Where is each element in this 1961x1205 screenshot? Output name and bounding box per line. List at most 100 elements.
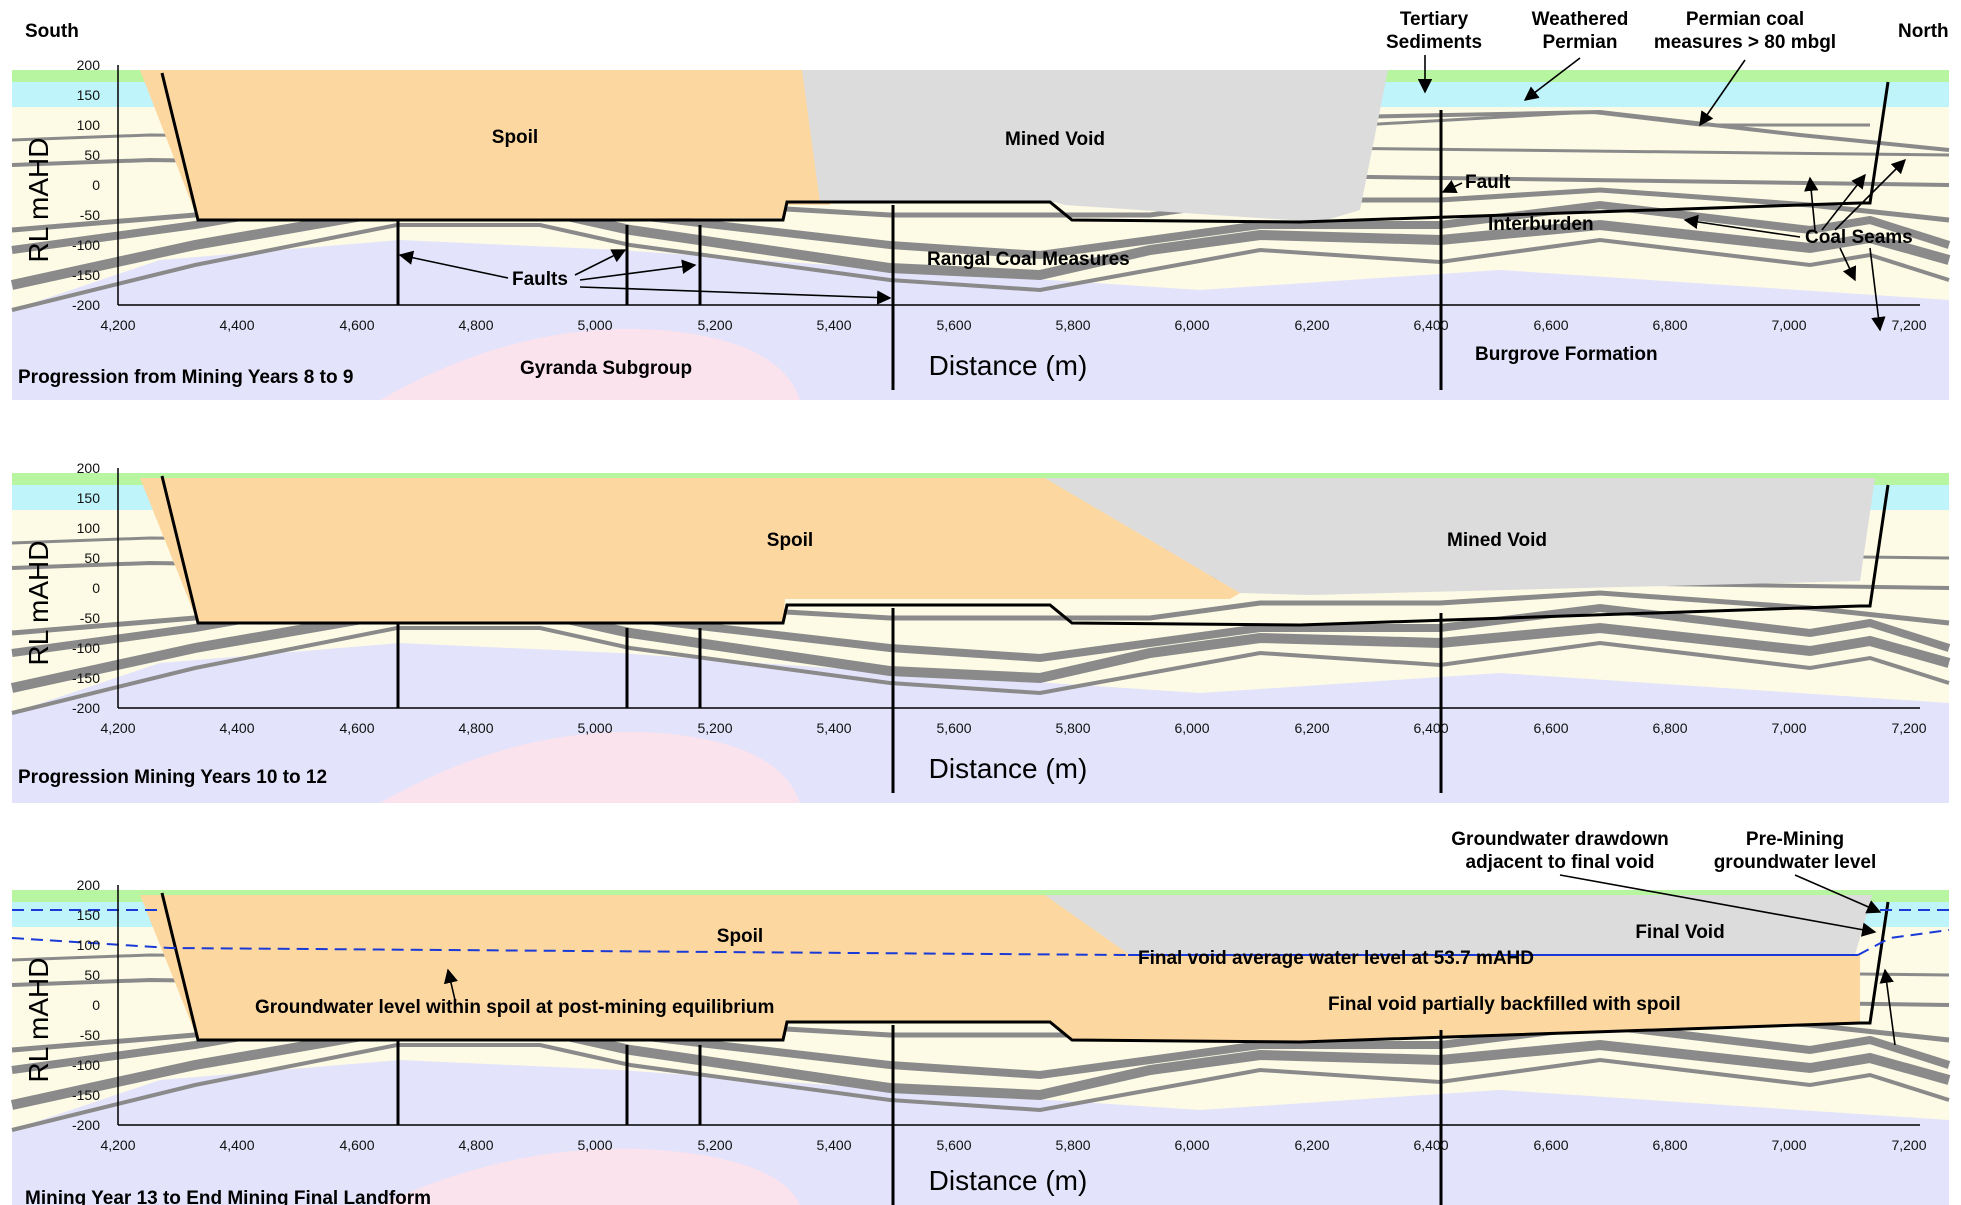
xtick: 6,600 <box>1533 720 1568 736</box>
xtick: 6,000 <box>1174 720 1209 736</box>
xtick: 5,800 <box>1055 720 1090 736</box>
xtick: 5,600 <box>936 317 971 333</box>
xtick: 4,800 <box>458 720 493 736</box>
panel-2-spoil <box>140 478 1240 623</box>
xtick: 5,400 <box>816 720 851 736</box>
xtick: 4,400 <box>219 317 254 333</box>
panel-3-xlabel: Distance (m) <box>929 1165 1088 1196</box>
panel-1-axes <box>117 65 1920 306</box>
xtick: 4,400 <box>219 1137 254 1153</box>
panel-1-interburden-label: Interburden <box>1488 214 1594 235</box>
panel-3-axes <box>117 885 1920 1126</box>
panel-3-yticks: 200 150 100 50 0 -50 -100 -150 -200 <box>72 877 100 1133</box>
panel-3-backfill-label: Final void partially backfilled with spo… <box>1328 994 1681 1015</box>
weathered-label-line2: Permian <box>1543 32 1618 53</box>
xtick: 6,200 <box>1294 720 1329 736</box>
panel-1-callout-arrows <box>398 55 1907 332</box>
panel-2-mined-void <box>1045 478 1875 595</box>
xtick: 5,800 <box>1055 1137 1090 1153</box>
ytick: -100 <box>72 640 100 656</box>
panel-3-callout-arrows <box>443 874 1896 1046</box>
south-label: South <box>25 21 79 42</box>
ytick: 100 <box>77 117 101 133</box>
xtick: 6,400 <box>1413 317 1448 333</box>
xtick: 5,200 <box>697 1137 732 1153</box>
panel-2-void-label: Mined Void <box>1447 530 1547 551</box>
xtick: 5,800 <box>1055 317 1090 333</box>
weathered-label-line1: Weathered <box>1532 9 1629 30</box>
xtick: 6,200 <box>1294 1137 1329 1153</box>
permian-label-line2: measures > 80 mbgl <box>1654 32 1836 53</box>
ytick: -200 <box>72 297 100 313</box>
ytick: 0 <box>92 997 100 1013</box>
panel-1: 200 150 100 50 0 -50 -100 -150 -200 RL m… <box>10 55 1951 400</box>
xtick: 4,200 <box>100 1137 135 1153</box>
panel-1-spoil <box>140 70 830 220</box>
xtick: 6,000 <box>1174 1137 1209 1153</box>
xtick: 4,200 <box>100 720 135 736</box>
panel-3-premining-label-line2: groundwater level <box>1714 852 1877 873</box>
panel-2-caption: Progression Mining Years 10 to 12 <box>18 767 327 788</box>
panel-3-drawdown-label-line1: Groundwater drawdown <box>1451 829 1668 850</box>
ytick: -50 <box>80 1027 100 1043</box>
panel-1-pit-outline <box>160 72 1890 224</box>
xtick: 4,400 <box>219 720 254 736</box>
panel-1-xlabel: Distance (m) <box>929 350 1088 381</box>
ytick: 150 <box>77 907 101 923</box>
ytick: -150 <box>72 267 100 283</box>
xtick: 4,200 <box>100 317 135 333</box>
panel-2-ylabel: RL mAHD <box>23 541 54 666</box>
panel-1-ylabel: RL mAHD <box>23 138 54 263</box>
panel-1-gyranda-label: Gyranda Subgroup <box>520 358 692 379</box>
xtick: 6,600 <box>1533 317 1568 333</box>
ytick: -100 <box>72 237 100 253</box>
panel-3: 200 150 100 50 0 -50 -100 -150 -200 RL m… <box>10 829 1951 1205</box>
ytick: -50 <box>80 610 100 626</box>
xtick: 6,400 <box>1413 1137 1448 1153</box>
panel-1-mined-void <box>802 70 1388 222</box>
xtick: 4,800 <box>458 317 493 333</box>
panel-3-ylabel: RL mAHD <box>23 958 54 1083</box>
xtick: 5,400 <box>816 1137 851 1153</box>
xtick: 5,000 <box>577 1137 612 1153</box>
tertiary-label-line2: Sediments <box>1386 32 1482 53</box>
panel-2-axes <box>117 468 1920 709</box>
xtick: 4,600 <box>339 317 374 333</box>
panel-3-spoil-label: Spoil <box>717 926 763 947</box>
xtick: 6,200 <box>1294 317 1329 333</box>
panel-1-spoil-label: Spoil <box>492 127 538 148</box>
ytick: -150 <box>72 1087 100 1103</box>
ytick: 150 <box>77 87 101 103</box>
xtick: 5,400 <box>816 317 851 333</box>
xtick: 6,800 <box>1652 317 1687 333</box>
xtick: 6,000 <box>1174 317 1209 333</box>
ytick: 100 <box>77 520 101 536</box>
xtick: 6,800 <box>1652 1137 1687 1153</box>
xtick: 4,800 <box>458 1137 493 1153</box>
ytick: 0 <box>92 580 100 596</box>
panel-2-spoil-label: Spoil <box>767 530 813 551</box>
panel-2: 200 150 100 50 0 -50 -100 -150 -200 RL m… <box>10 460 1951 803</box>
ytick: -100 <box>72 1057 100 1073</box>
ytick: -200 <box>72 1117 100 1133</box>
ytick: 0 <box>92 177 100 193</box>
permian-label-line1: Permian coal <box>1686 9 1804 30</box>
xtick: 7,000 <box>1771 1137 1806 1153</box>
panel-1-burgrove-label: Burgrove Formation <box>1475 344 1658 365</box>
xtick: 5,600 <box>936 1137 971 1153</box>
panel-1-faults <box>396 110 1443 390</box>
ytick: -50 <box>80 207 100 223</box>
panel-1-caption: Progression from Mining Years 8 to 9 <box>18 367 353 388</box>
xtick: 7,200 <box>1891 1137 1926 1153</box>
panel-3-premining-label-line1: Pre-Mining <box>1746 829 1844 850</box>
xtick: 4,600 <box>339 1137 374 1153</box>
xtick: 7,000 <box>1771 720 1806 736</box>
panel-1-rangal-label: Rangal Coal Measures <box>927 249 1130 270</box>
panel-1-void-label: Mined Void <box>1005 129 1105 150</box>
xtick: 6,800 <box>1652 720 1687 736</box>
ytick: 150 <box>77 490 101 506</box>
panel-2-xticks: 4,200 4,400 4,600 4,800 5,000 5,200 5,40… <box>100 720 1926 736</box>
ytick: -200 <box>72 700 100 716</box>
panel-3-final-void-label: Final Void <box>1635 922 1724 943</box>
